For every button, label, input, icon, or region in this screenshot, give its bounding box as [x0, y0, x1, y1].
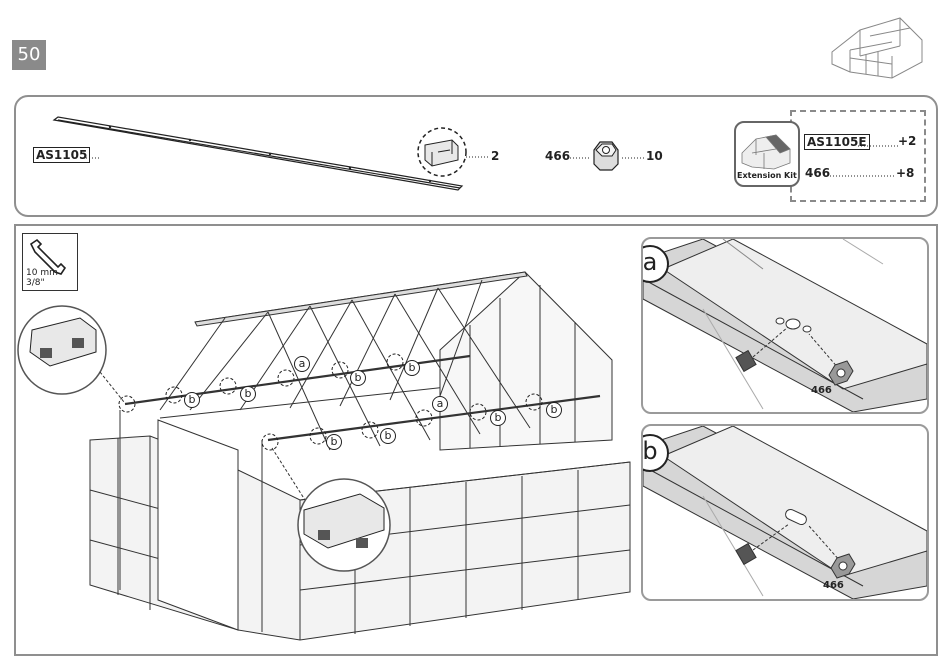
callout-b-4: b [404, 360, 420, 376]
callout-b-1: b [184, 392, 200, 408]
callout-b-7: b [490, 410, 506, 426]
detail-b-part: 466 [823, 580, 844, 591]
detail-a-panel: a 466 [641, 237, 929, 414]
callout-b-5: b [326, 434, 342, 450]
callout-b-8: b [546, 402, 562, 418]
left-inset-detail [18, 306, 124, 402]
callout-a-2: a [432, 396, 448, 412]
callout-b-3: b [350, 370, 366, 386]
detail-b-drawing [643, 426, 927, 599]
callout-b-6: b [380, 428, 396, 444]
detail-a-part: 466 [811, 385, 832, 396]
detail-a-drawing [643, 239, 927, 412]
detail-b-panel: b 466 [641, 424, 929, 601]
callout-b-2: b [240, 386, 256, 402]
callout-a-1: a [294, 356, 310, 372]
